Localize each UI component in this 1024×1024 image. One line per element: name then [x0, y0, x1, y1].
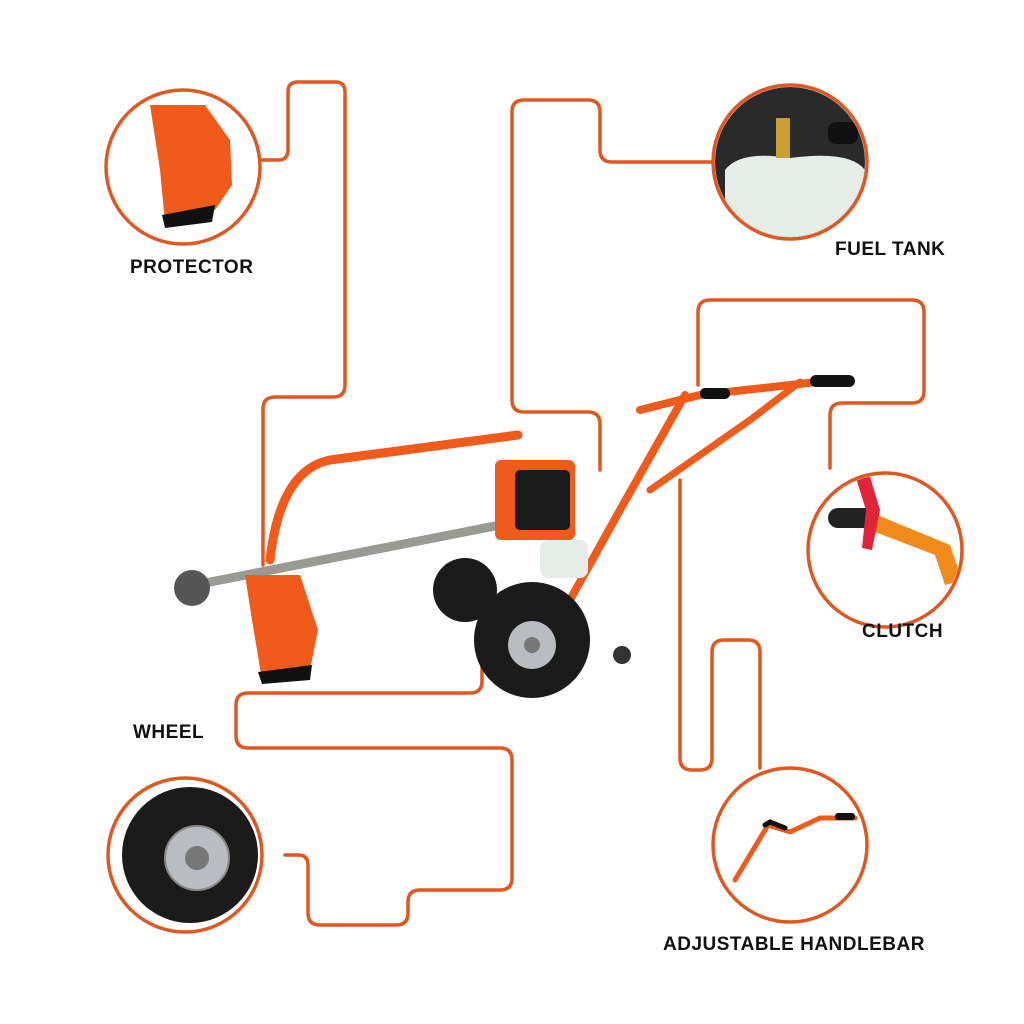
label-protector: PROTECTOR: [130, 257, 254, 278]
clutch-detail-circle: [806, 471, 964, 629]
label-clutch: CLUTCH: [862, 621, 944, 642]
label-fuel-tank: FUEL TANK: [835, 239, 946, 260]
connector-wheel: [234, 663, 514, 927]
connector-protector: [258, 80, 347, 567]
label-wheel: WHEEL: [133, 722, 205, 743]
wheel-detail-circle: [106, 776, 264, 934]
connector-fuel-tank: [510, 98, 715, 472]
label-adjustable-handlebar: ADJUSTABLE HANDLEBAR: [663, 934, 925, 955]
fuel-tank-detail-circle: [711, 83, 869, 241]
handlebar-detail-circle: [711, 766, 869, 924]
connector-clutch: [696, 298, 926, 470]
brush-cutter-machine-illustration: [174, 375, 855, 698]
connector-handlebar: [678, 478, 762, 772]
protector-detail-circle: [104, 88, 262, 246]
